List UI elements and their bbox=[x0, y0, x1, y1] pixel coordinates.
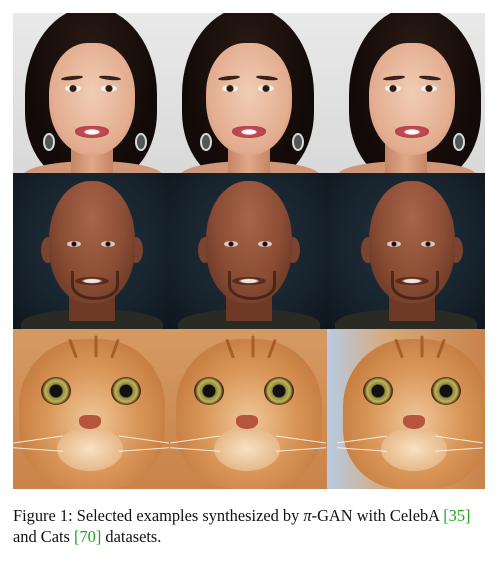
sample-man-2 bbox=[170, 173, 327, 329]
caption-suffix: datasets. bbox=[101, 527, 162, 546]
citation-link-cats[interactable]: [70] bbox=[74, 527, 102, 546]
figure-image-grid bbox=[13, 13, 485, 489]
caption-gan: -GAN with CelebA bbox=[311, 506, 444, 525]
citation-link-celeba[interactable]: [35] bbox=[443, 506, 471, 525]
sample-cat-3 bbox=[327, 329, 485, 489]
sample-woman-3 bbox=[327, 13, 485, 173]
sample-cat-2 bbox=[170, 329, 327, 489]
sample-man-3 bbox=[327, 173, 485, 329]
caption-prefix: Figure 1: Selected examples synthesized … bbox=[13, 506, 304, 525]
sample-man-1 bbox=[13, 173, 170, 329]
sample-woman-1 bbox=[13, 13, 170, 173]
sample-cat-1 bbox=[13, 329, 170, 489]
caption-mid: and Cats bbox=[13, 527, 75, 546]
caption-pi-symbol: π bbox=[303, 506, 312, 525]
sample-woman-2 bbox=[170, 13, 327, 173]
figure-caption: Figure 1: Selected examples synthesized … bbox=[13, 505, 487, 547]
